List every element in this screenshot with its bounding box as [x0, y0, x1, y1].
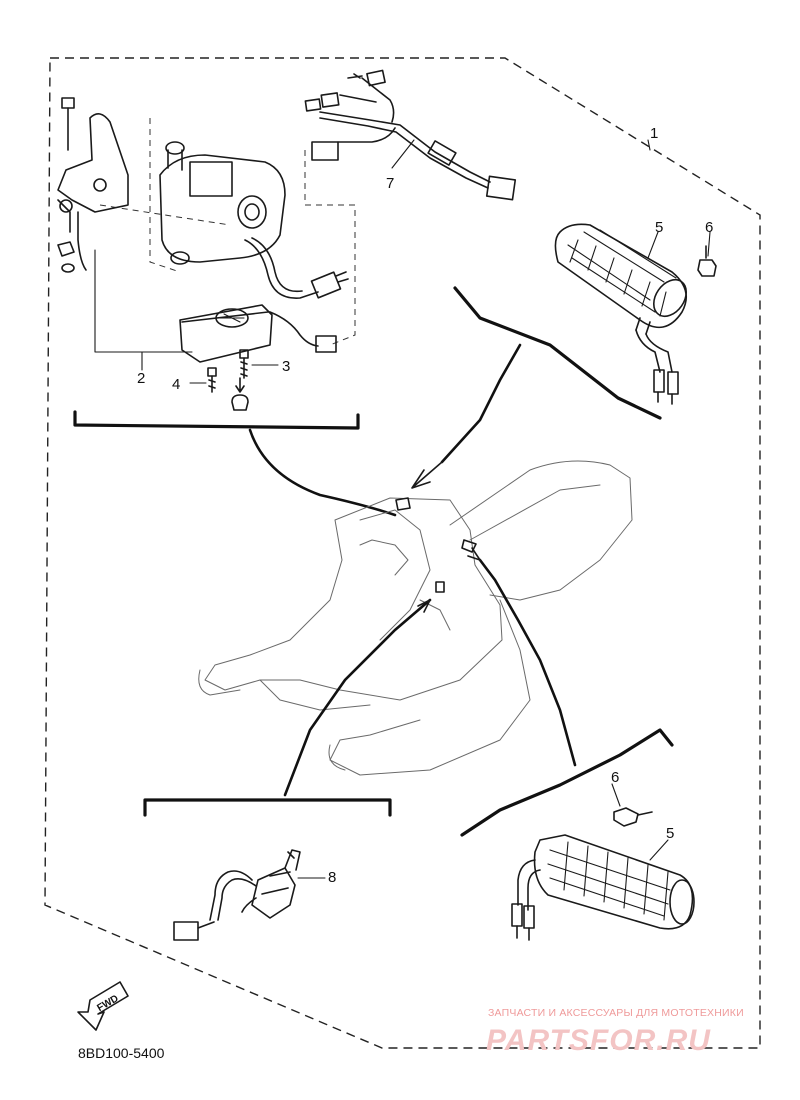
leader-top-right [440, 343, 522, 464]
watermark-brand: PARTSFOR.RU [486, 1024, 711, 1057]
wire-harness-7 [304, 69, 517, 201]
callout-5-top: 5 [655, 219, 663, 236]
diagram-code: 8BD100-5400 [78, 1045, 165, 1061]
callout-1: 1 [650, 125, 658, 142]
leader-top-left [248, 428, 397, 517]
leader-bottom-left [283, 598, 432, 797]
bracket-bottom-right [460, 728, 674, 837]
callout-4: 4 [172, 376, 180, 393]
watermark-tagline: ЗАПЧАСТИ И АКСЕССУАРЫ ДЛЯ МОТОТЕХНИКИ [488, 1007, 744, 1019]
svg-text:FWD: FWD [95, 993, 120, 1014]
grip-bottom-group [511, 807, 695, 941]
callout-3: 3 [282, 358, 290, 375]
bracket-top-left [73, 410, 360, 430]
callout-6-top: 6 [705, 219, 713, 236]
forward-direction-arrow: FWD [77, 981, 129, 1031]
callout-6-bottom: 6 [611, 769, 619, 786]
switch-8-group [173, 849, 326, 941]
snowmobile-outline [198, 460, 633, 776]
callout-7: 7 [386, 175, 394, 192]
switch-assembly-group [57, 97, 356, 411]
bracket-top-right [453, 286, 662, 420]
grip-top-group [554, 223, 717, 405]
callout-5-bottom: 5 [666, 825, 674, 842]
callout-2: 2 [137, 370, 145, 387]
assembly-boundary [44, 57, 761, 1049]
bracket-bottom-left [143, 798, 392, 817]
leader-bottom-right [478, 558, 577, 767]
callout-8: 8 [328, 869, 336, 886]
